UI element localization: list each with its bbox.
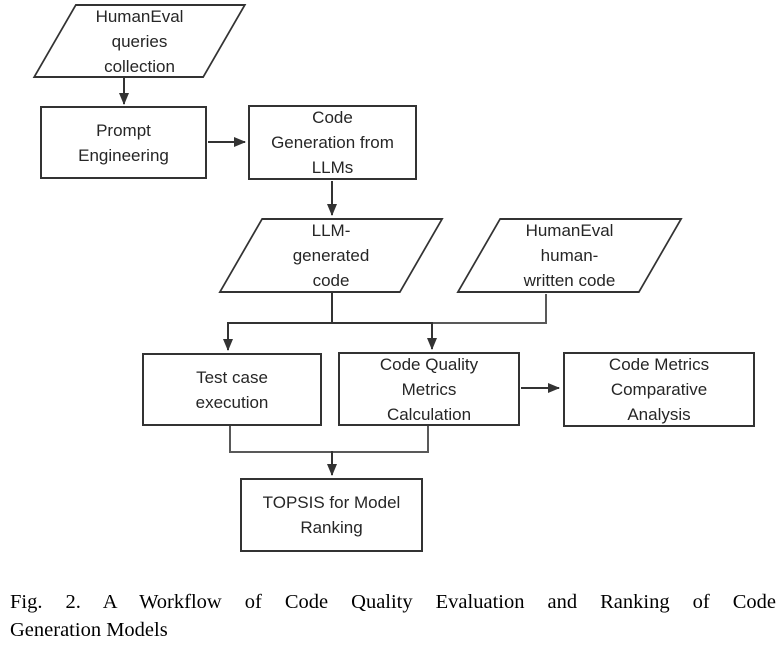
- label-line: Analysis: [627, 405, 691, 424]
- node-humaneval-queries-collection: HumanEval queries collection: [32, 4, 247, 79]
- node-label: Code Metrics Comparative Analysis: [565, 352, 753, 427]
- node-test-case-execution: Test case execution: [142, 353, 322, 426]
- label-line: Code Quality: [379, 354, 479, 374]
- label-line: Prompt: [96, 120, 151, 140]
- node-label: HumanEval human- written code: [478, 218, 661, 293]
- label-line: human-: [540, 246, 599, 265]
- node-label: Code Quality Metrics Calculation: [340, 352, 518, 427]
- label-line: code: [312, 271, 350, 290]
- label-line: Code Metrics: [608, 355, 710, 374]
- node-label: Code Generation from LLMs: [250, 105, 415, 180]
- node-label: LLM- generated code: [240, 218, 422, 293]
- label-line: TOPSIS for Model: [262, 493, 401, 512]
- label-line: LLMs: [311, 158, 354, 177]
- node-label: Prompt Engineering: [42, 118, 205, 168]
- caption-line-1: Fig. 2. A Workflow of Code Quality Evalu…: [10, 591, 776, 613]
- label-line: Ranking: [300, 518, 363, 537]
- connector-humancode-to-bus: [432, 294, 547, 324]
- caption-line-2: Generation Models: [10, 619, 168, 641]
- label-line: Calculation: [386, 404, 472, 424]
- figure-caption: Fig. 2. A Workflow of Code Quality Evalu…: [10, 588, 776, 644]
- node-code-quality-metrics-calculation: Code Quality Metrics Calculation: [338, 352, 520, 426]
- label-line: Test case: [196, 367, 268, 387]
- label-line: Engineering: [78, 145, 169, 165]
- label-line: generated: [292, 246, 370, 265]
- node-humaneval-human-written-code: HumanEval human- written code: [456, 218, 683, 293]
- label-line: written code: [523, 271, 616, 290]
- label-line: queries: [111, 31, 168, 51]
- node-llm-generated-code: LLM- generated code: [218, 218, 444, 293]
- label-line: LLM-: [311, 221, 351, 240]
- label-line: HumanEval: [525, 221, 614, 240]
- flowchart-connectors: [119, 78, 560, 476]
- node-label: Test case execution: [144, 365, 320, 415]
- node-topsis-for-model-ranking: TOPSIS for Model Ranking: [240, 478, 423, 552]
- node-code-metrics-comparative-analysis: Code Metrics Comparative Analysis: [563, 352, 755, 427]
- node-prompt-engineering: Prompt Engineering: [40, 106, 207, 179]
- flowchart-canvas: HumanEval queries collection Prompt Engi…: [32, 4, 755, 552]
- connector-bottom-elbow: [229, 426, 429, 453]
- node-label: HumanEval queries collection: [54, 4, 225, 79]
- node-code-generation-from-llms: Code Generation from LLMs: [248, 105, 417, 180]
- label-line: Metrics: [401, 379, 457, 399]
- label-line: HumanEval: [95, 6, 184, 26]
- label-line: collection: [104, 56, 175, 76]
- label-line: Generation from: [271, 133, 394, 152]
- node-label: TOPSIS for Model Ranking: [242, 490, 421, 540]
- label-line: execution: [195, 392, 269, 412]
- label-line: Code: [312, 108, 353, 127]
- label-line: Comparative: [610, 380, 708, 399]
